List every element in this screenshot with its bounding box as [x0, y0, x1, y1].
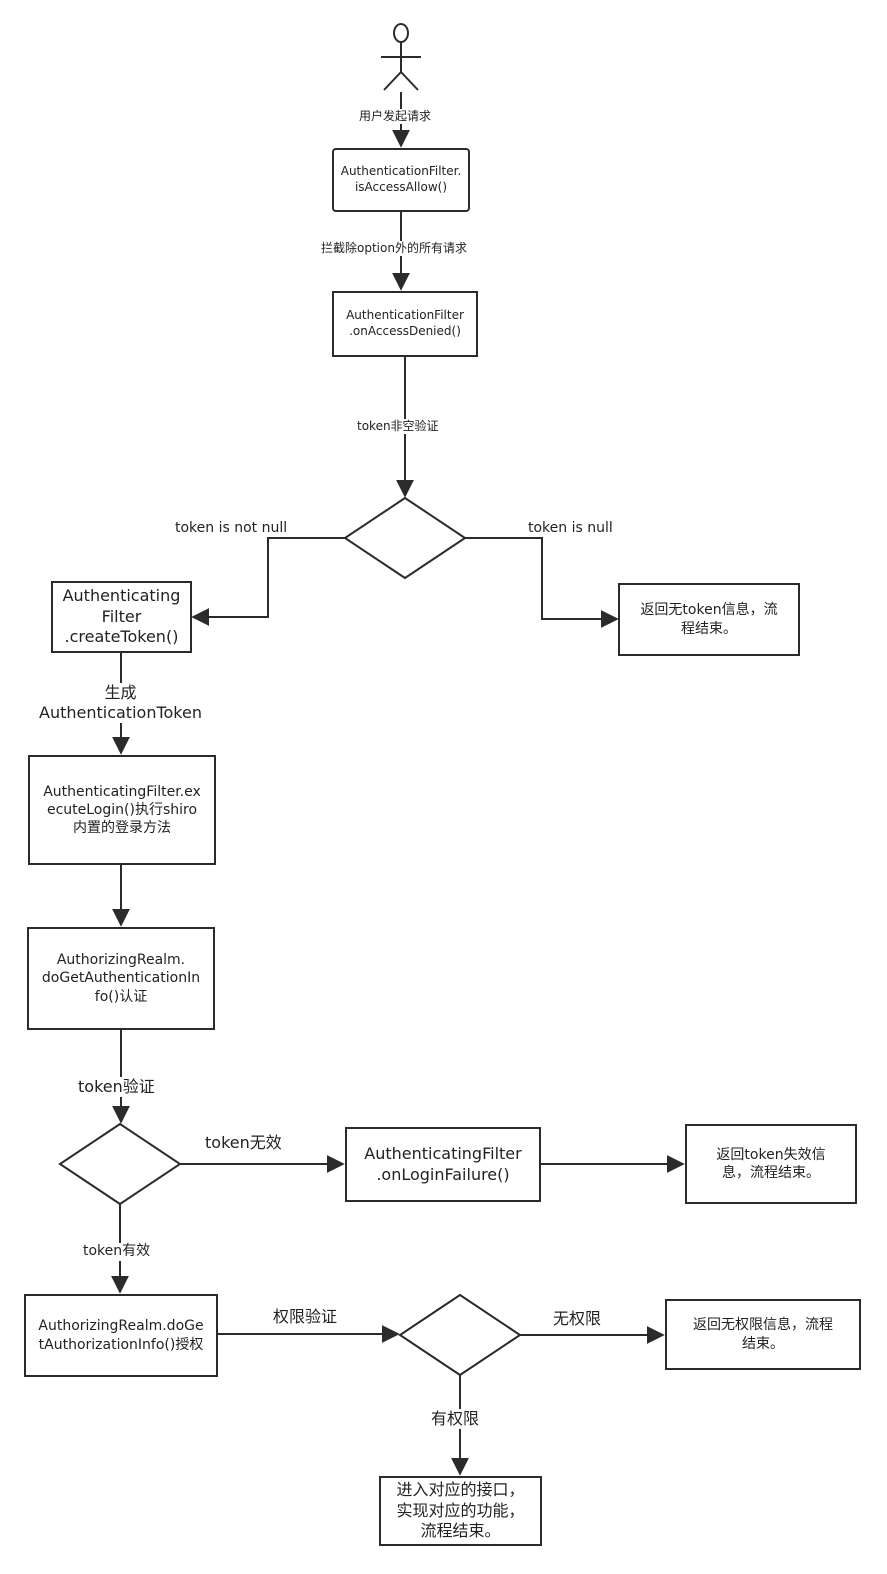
node-do-get-authentication-info: AuthorizingRealm. doGetAuthenticationIn …	[27, 927, 215, 1030]
edge-label-intercept: 拦截除option外的所有请求	[321, 241, 467, 256]
node-on-access-denied: AuthenticationFilter .onAccessDenied()	[332, 291, 478, 357]
edge-label-token-check: token非空验证	[357, 419, 439, 434]
node-execute-login-label: AuthenticatingFilter.ex ecuteLogin()执行sh…	[43, 783, 201, 837]
decision-permission	[398, 1293, 522, 1377]
node-no-permission-result-label: 返回无权限信息，流程 结束。	[693, 1317, 833, 1352]
node-do-get-authentication-info-label: AuthorizingRealm. doGetAuthenticationIn …	[41, 952, 201, 1005]
node-token-invalid-result: 返回token失效信 息，流程结束。	[685, 1124, 857, 1204]
decision-token-null	[343, 496, 467, 580]
node-no-token-result: 返回无token信息，流 程结束。	[618, 583, 800, 656]
node-do-get-authorization-info-label: AuthorizingRealm.doGe tAuthorizationInfo…	[38, 1318, 204, 1353]
edge-label-permission-check: 权限验证	[273, 1307, 338, 1326]
node-on-access-denied-label: AuthenticationFilter .onAccessDenied()	[346, 308, 464, 338]
edge-label-is-null: token is null	[528, 520, 613, 536]
node-on-login-failure: AuthenticatingFilter .onLoginFailure()	[345, 1127, 541, 1202]
edge-label-user-request: 用户发起请求	[359, 109, 432, 124]
edge-label-generate: 生成 AuthenticationToken	[39, 683, 202, 723]
node-no-token-result-label: 返回无token信息，流 程结束。	[640, 602, 778, 637]
edge-is-null	[465, 537, 619, 628]
node-create-token-label: Authenticating Filter .createToken()	[62, 585, 181, 647]
node-is-access-allow-label: AuthenticationFilter. isAccessAllow()	[340, 164, 462, 194]
edge-label-has-permission: 有权限	[431, 1409, 480, 1429]
edge-label-token-valid: token有效	[83, 1243, 151, 1261]
node-success-result: 进入对应的接口， 实现对应的功能， 流程结束。	[379, 1476, 542, 1546]
edge-label-no-permission: 无权限	[553, 1309, 602, 1328]
node-on-login-failure-label: AuthenticatingFilter .onLoginFailure()	[364, 1143, 522, 1184]
node-success-result-label: 进入对应的接口， 实现对应的功能， 流程结束。	[396, 1479, 525, 1541]
node-token-invalid-result-label: 返回token失效信 息，流程结束。	[716, 1146, 826, 1181]
node-do-get-authorization-info: AuthorizingRealm.doGe tAuthorizationInfo…	[24, 1294, 218, 1377]
node-execute-login: AuthenticatingFilter.ex ecuteLogin()执行sh…	[28, 755, 216, 865]
node-create-token: Authenticating Filter .createToken()	[51, 581, 192, 653]
edge-label-token-verify: token验证	[78, 1077, 155, 1097]
user-actor-icon	[381, 23, 421, 91]
edge-not-null	[191, 537, 345, 626]
node-no-permission-result: 返回无权限信息，流程 结束。	[665, 1299, 861, 1370]
edge-label-not-null: token is not null	[175, 520, 288, 536]
edge-label-token-invalid: token无效	[205, 1133, 282, 1152]
node-is-access-allow: AuthenticationFilter. isAccessAllow()	[332, 148, 470, 212]
decision-token-valid	[58, 1122, 182, 1206]
